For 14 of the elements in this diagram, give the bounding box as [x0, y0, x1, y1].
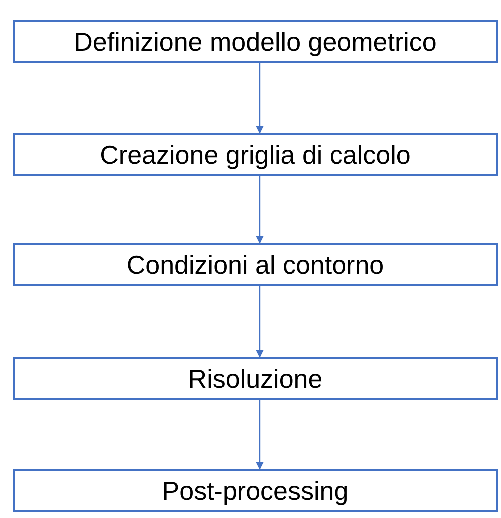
- step-label: Condizioni al contorno: [126, 252, 384, 278]
- step-label: Creazione griglia di calcolo: [100, 142, 411, 168]
- process-box: [13, 133, 498, 176]
- arrow: [256, 286, 264, 358]
- step-label: Post-processing: [162, 478, 349, 504]
- process-box: [13, 469, 498, 512]
- process-box: [13, 20, 498, 63]
- process-box: [13, 357, 498, 400]
- arrow: [256, 63, 264, 134]
- arrow: [256, 176, 264, 244]
- step-label: Risoluzione: [188, 366, 323, 392]
- arrow: [256, 400, 264, 470]
- step-label: Definizione modello geometrico: [74, 28, 437, 54]
- process-box: [13, 243, 498, 286]
